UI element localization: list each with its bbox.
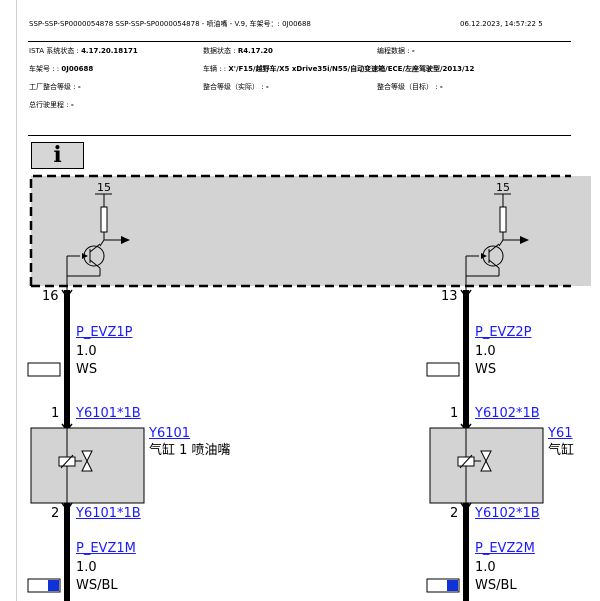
- integration-level-actual: 整合等级（实际） : -: [203, 83, 269, 91]
- right-wire-lower: [463, 503, 469, 601]
- right-wire2-color: WS/BL: [475, 578, 517, 593]
- right-pin-top: 1: [450, 406, 459, 421]
- left-ws-swatch: [27, 362, 61, 377]
- left-plug-top-link[interactable]: Y6101*1B: [76, 406, 141, 421]
- left-wire1-size: 1.0: [76, 344, 97, 359]
- info-rule: [28, 135, 571, 136]
- right-wire1-name-link[interactable]: P_EVZ2P: [475, 325, 532, 340]
- right-driver-circuit: [465, 193, 520, 290]
- right-wire2-size: 1.0: [475, 560, 496, 575]
- vehicle: 车辆 : : X'/F15/越野车/X5 xDrive35i/N55/自动变速箱…: [203, 65, 475, 73]
- left-wire2-size: 1.0: [76, 560, 97, 575]
- right-arrow-icon: [520, 236, 529, 244]
- right-plug-bottom-link[interactable]: Y6102*1B: [475, 506, 540, 521]
- factory-integration-level: 工厂整合等级 : -: [29, 83, 81, 91]
- left-wire1-color: WS: [76, 362, 98, 377]
- left-pin-bottom: 2: [51, 506, 60, 521]
- total-mileage: 总行驶里程 : -: [29, 101, 74, 109]
- left-wire-upper: [64, 290, 70, 428]
- left-arrow-icon: [121, 236, 130, 244]
- left-wsbl-blue: [48, 580, 59, 591]
- left-wire2-name-link[interactable]: P_EVZ1M: [76, 541, 136, 556]
- right-component-desc: 气缸: [548, 443, 575, 458]
- right-wire1-size: 1.0: [475, 344, 496, 359]
- right-plug-top-link[interactable]: Y6102*1B: [475, 406, 540, 421]
- integration-level-target: 整合等级（目标） : -: [377, 83, 443, 91]
- left-component-id-link[interactable]: Y6101: [149, 426, 191, 441]
- left-connector-pin: 16: [42, 289, 59, 304]
- left-supply-pin: 15: [97, 181, 111, 194]
- right-wire-upper: [463, 290, 469, 428]
- right-wire2-name-link[interactable]: P_EVZ2M: [475, 541, 535, 556]
- right-wire1-color: WS: [475, 362, 497, 377]
- left-wire-lower: [64, 503, 70, 601]
- document-datetime: 06.12.2023, 14:57:22 5: [460, 20, 543, 28]
- right-connector-pin: 13: [441, 289, 458, 304]
- right-component-id-link[interactable]: Y61: [548, 426, 573, 441]
- right-injector-valve-icon: [457, 450, 492, 472]
- document-title: SSP-SSP-SP0000054878 SSP-SSP-SP000005487…: [29, 20, 311, 28]
- programming-data: 编程数据 : -: [377, 47, 415, 55]
- left-injector-valve-icon: [58, 450, 93, 472]
- right-supply-pin: 15: [496, 181, 510, 194]
- right-ws-swatch: [426, 362, 460, 377]
- left-pin-top: 1: [51, 406, 60, 421]
- header-rule: [28, 41, 571, 42]
- left-plug-bottom-link[interactable]: Y6101*1B: [76, 506, 141, 521]
- right-pin-bottom: 2: [450, 506, 459, 521]
- left-wire2-color: WS/BL: [76, 578, 118, 593]
- panel-border-top: [29, 174, 571, 286]
- info-icon[interactable]: i: [31, 142, 84, 169]
- right-wsbl-blue: [447, 580, 458, 591]
- left-component-desc: 气缸 1 喷油嘴: [149, 443, 231, 458]
- data-status: 数据状态 : R4.17.20: [203, 47, 273, 55]
- page-edge: [16, 0, 17, 601]
- left-wire1-name-link[interactable]: P_EVZ1P: [76, 325, 133, 340]
- vin: 车架号 : : 0J00688: [29, 65, 94, 73]
- ista-status: ISTA 系统状态 : 4.17.20.18171: [29, 47, 138, 55]
